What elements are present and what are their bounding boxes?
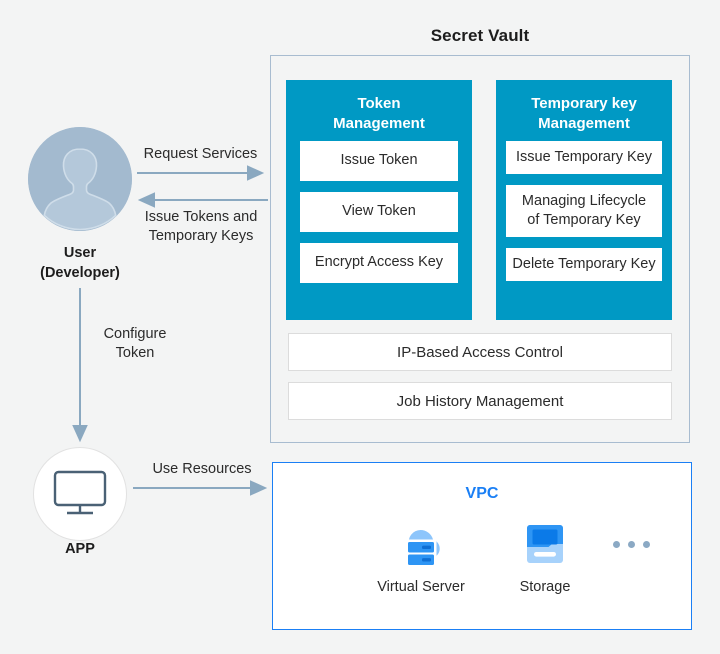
ellipsis-dot: [613, 541, 620, 548]
vpc-title: VPC: [465, 485, 499, 502]
vpc-node-label-storage: Storage: [519, 579, 571, 595]
job-history-management-item[interactable]: Job History Management: [288, 382, 672, 420]
token-item-issue-token[interactable]: Issue Token: [300, 140, 458, 181]
more-nodes-indicator-icon: [613, 541, 650, 548]
user-label-line2: (Developer): [40, 265, 120, 281]
vpc-container: VPC Virtual Server: [272, 462, 692, 630]
temporary-key-management-panel: Temporary key Management Issue Temporary…: [496, 80, 672, 320]
tempkey-item-managing-lifecycle-line2: of Temporary Key: [527, 211, 641, 228]
vpc-node-storage[interactable]: Storage: [485, 513, 605, 595]
ellipsis-dot: [643, 541, 650, 548]
connector-label-issue-tokens-line2: Temporary Keys: [148, 228, 254, 245]
app-label: APP: [65, 541, 95, 557]
storage-icon: [485, 513, 605, 575]
temporary-key-heading-line1: Temporary key: [531, 95, 637, 112]
token-item-view-token[interactable]: View Token: [300, 191, 458, 232]
connector-label-issue-tokens: Issue Tokens and Temporary Keys: [126, 208, 276, 247]
connector-label-configure-token-line1: Configure: [103, 326, 167, 342]
token-management-panel: Token Management Issue Token View Token …: [286, 80, 472, 320]
vpc-node-virtual-server[interactable]: Virtual Server: [361, 513, 481, 595]
connector-label-use-resources: Use Resources: [152, 461, 252, 477]
temporary-key-heading-line2: Management: [538, 115, 630, 133]
tempkey-item-delete-temporary-key[interactable]: Delete Temporary Key: [506, 247, 662, 281]
token-management-heading: Token Management: [286, 80, 472, 141]
token-item-encrypt-access-key[interactable]: Encrypt Access Key: [300, 242, 458, 283]
user-label-line1: User: [63, 245, 97, 261]
tempkey-item-issue-temporary-key[interactable]: Issue Temporary Key: [506, 140, 662, 174]
connector-label-configure-token-line2: Token: [115, 345, 155, 362]
ip-based-access-control-item[interactable]: IP-Based Access Control: [288, 333, 672, 371]
tempkey-item-managing-lifecycle-line1: Managing Lifecycle: [521, 193, 647, 210]
monitor-icon: [53, 470, 107, 515]
app-node: [33, 447, 127, 541]
connector-label-issue-tokens-line1: Issue Tokens and: [144, 209, 258, 225]
temporary-key-management-heading: Temporary key Management: [496, 80, 672, 141]
tempkey-item-managing-lifecycle[interactable]: Managing Lifecycle of Temporary Key: [506, 184, 662, 237]
connector-label-request-services: Request Services: [143, 146, 258, 162]
secret-vault-title: Secret Vault: [430, 26, 530, 45]
token-management-heading-line1: Token: [357, 95, 401, 112]
token-management-heading-line2: Management: [333, 115, 425, 133]
cloud-server-icon: [361, 513, 481, 575]
user-avatar-icon: [28, 127, 132, 231]
connector-label-configure-token: Configure Token: [82, 325, 188, 364]
ellipsis-dot: [628, 541, 635, 548]
user-label: User (Developer): [10, 243, 150, 283]
vpc-node-label-virtual-server: Virtual Server: [377, 579, 465, 595]
